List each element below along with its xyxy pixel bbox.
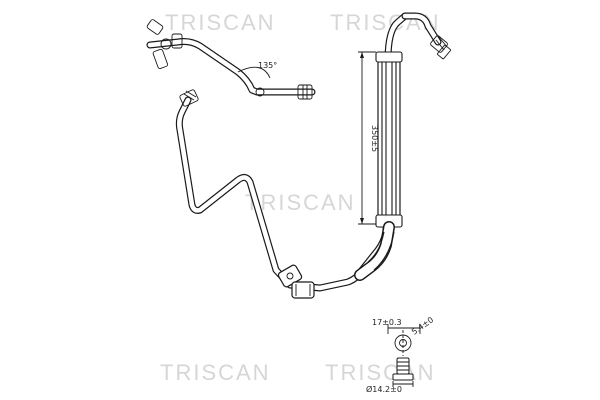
detail-pipe-top: 135° <box>146 19 316 100</box>
main-pipe-left-fitting <box>179 89 199 107</box>
watermark-top-left: TRISCAN <box>165 10 276 35</box>
diameter-label: Ø14.2±0 <box>366 384 402 394</box>
thread-label: 5.4±0 <box>410 315 435 336</box>
length-dimension: 350±5 <box>358 51 379 225</box>
angle-label: 135° <box>258 61 277 70</box>
watermark-bottom-left: TRISCAN <box>160 360 271 385</box>
watermark-bottom-right: TRISCAN <box>325 360 436 385</box>
pipe-bracket <box>277 264 315 299</box>
width-label: 17±0.3 <box>372 318 402 327</box>
flexible-hose <box>354 51 403 281</box>
detail-pipe-right-fitting <box>255 84 313 100</box>
angle-arc <box>237 66 271 79</box>
watermark-center: TRISCAN <box>245 190 356 215</box>
top-right-fitting <box>401 12 451 60</box>
length-label: 350±5 <box>370 125 379 152</box>
detail-pipe-left-fitting <box>146 19 183 69</box>
